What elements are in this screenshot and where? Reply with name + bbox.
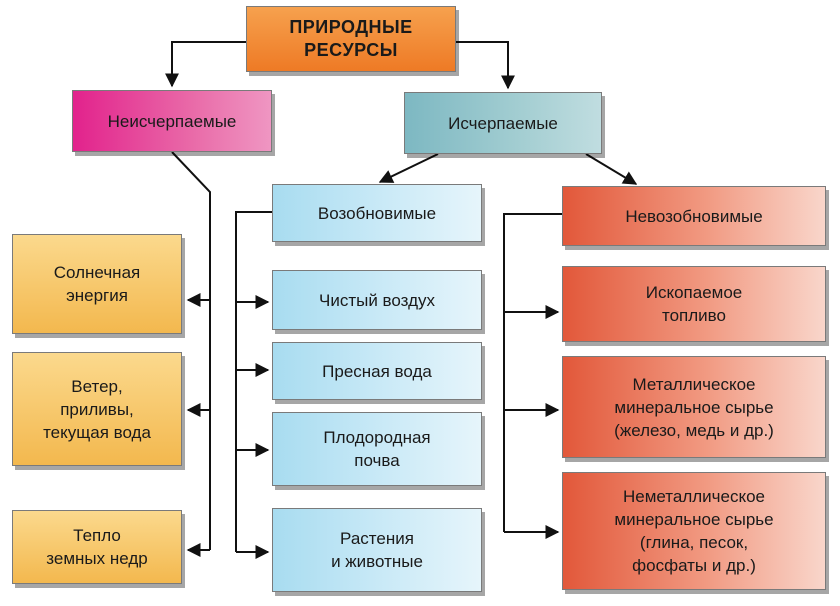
nonexhaustible-box: Неисчерпаемые bbox=[72, 90, 272, 152]
exhaustible-to-nonrenewable-arrow bbox=[585, 153, 638, 185]
fertile-soil-box: Плодородная почва bbox=[272, 412, 482, 486]
renewable-spine bbox=[235, 211, 272, 552]
metallic-minerals-box: Металлическое минеральное сырье (железо,… bbox=[562, 356, 826, 458]
wind-tides-water-box: Ветер, приливы, текущая вода bbox=[12, 352, 182, 466]
nonexhaustible-spine bbox=[171, 151, 211, 550]
fresh-water-box: Пресная вода bbox=[272, 342, 482, 400]
clean-air-box: Чистый воздух bbox=[272, 270, 482, 330]
root-to-nonexhaustible-arrow bbox=[165, 41, 246, 88]
plants-animals-box: Растения и животные bbox=[272, 508, 482, 592]
exhaustible-to-renewable-arrow bbox=[378, 153, 439, 183]
nonrenewable-box: Невозобновимые bbox=[562, 186, 826, 246]
fossil-fuel-box: Ископаемое топливо bbox=[562, 266, 826, 342]
solar-energy-box: Солнечная энергия bbox=[12, 234, 182, 334]
renewable-box: Возобновимые bbox=[272, 184, 482, 242]
natural-resources-box: ПРИРОДНЫЕ РЕСУРСЫ bbox=[246, 6, 456, 72]
root-to-exhaustible-arrow bbox=[456, 41, 515, 90]
exhaustible-box: Исчерпаемые bbox=[404, 92, 602, 154]
earth-heat-box: Тепло земных недр bbox=[12, 510, 182, 584]
nonmetallic-minerals-box: Неметаллическое минеральное сырье (глина… bbox=[562, 472, 826, 590]
nonrenewable-spine bbox=[503, 213, 562, 532]
